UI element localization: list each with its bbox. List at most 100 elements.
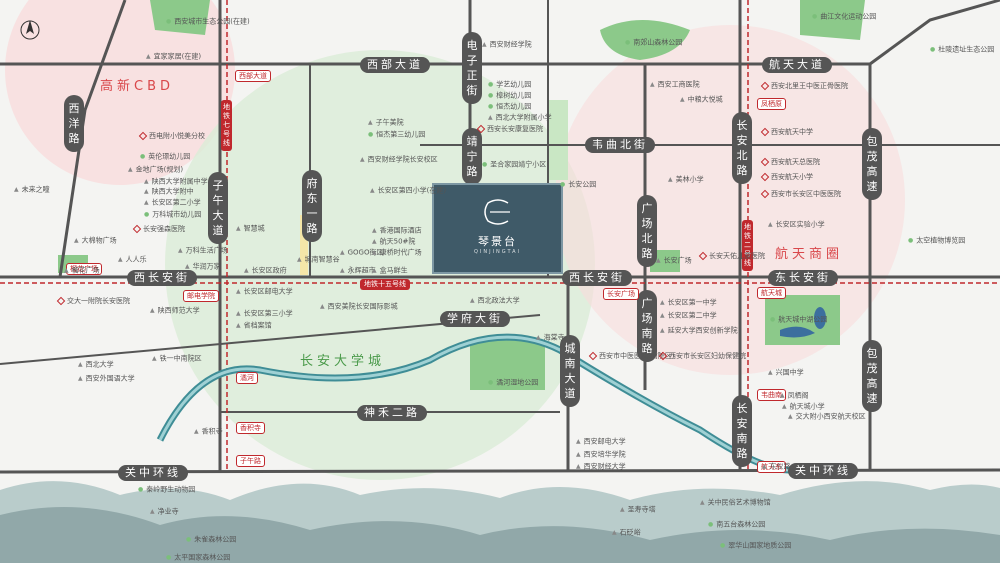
road-guanzhong-west[interactable]: 关中环线 [118,465,188,481]
poi-label[interactable]: 永辉超市 [340,266,376,276]
station-ziwu[interactable]: 子午路 [236,455,265,467]
poi-label[interactable]: 樟树幼儿园 [488,91,531,101]
poi-label[interactable]: 南郊山森林公园 [625,38,682,48]
poi-label[interactable]: 延安大学西安创新学院 [660,326,738,336]
road-changan-north[interactable]: 长安北路 [732,112,752,184]
poi-label[interactable]: GOGO街区 [340,248,384,258]
poi-label[interactable]: 交大附小西安航天校区 [788,412,866,422]
poi-label[interactable]: 西安市中医医院(南院区) [590,352,674,361]
poi-label[interactable]: 净业寺 [150,507,179,517]
poi-label[interactable]: 长安区第四小学(在建) [370,186,446,196]
station-changan-square[interactable]: 长安广场 [603,288,639,300]
poi-label[interactable]: 西北大学附属小学 [488,113,552,123]
poi-label[interactable]: 交大一附院长安医院 [58,297,130,306]
poi-label[interactable]: 子午美院 [368,118,404,128]
road-xiyang[interactable]: 西洋路 [64,95,84,152]
road-dongchangan[interactable]: 东长安街 [768,270,838,286]
poi-label[interactable]: 长安区政府 [244,266,287,276]
poi-label[interactable]: 西安北里王中医正骨医院 [762,82,848,91]
road-guangchang-north[interactable]: 广场北路 [637,195,657,267]
poi-label[interactable]: 长安公园 [560,180,596,190]
poi-label[interactable]: 西安市长安区妇幼保健院 [660,352,746,361]
road-fudong[interactable]: 府东一路 [302,170,322,242]
poi-label[interactable]: 西安财经学院 [482,40,532,50]
road-shenhe[interactable]: 神禾二路 [357,405,427,421]
poi-label[interactable]: 香积寺 [194,427,223,437]
road-xichangan-2[interactable]: 西长安街 [562,270,632,286]
poi-label[interactable]: 西安工商医院 [650,80,700,90]
poi-label[interactable]: 航天50#院 [372,237,416,247]
poi-label[interactable]: 西安航天中学 [762,128,813,137]
road-weiqu-north[interactable]: 韦曲北街 [585,137,655,153]
road-baomao-north[interactable]: 包茂高速 [862,128,882,200]
road-xichangan[interactable]: 西长安街 [127,270,197,286]
poi-label[interactable]: 圣合家园靖宁小区 [482,160,546,170]
poi-label[interactable]: 西北政法大学 [470,296,520,306]
poi-label[interactable]: 中粮大悦城 [680,95,723,105]
poi-label[interactable]: 华润万家 [185,262,221,272]
poi-label[interactable]: 陕西大学附属中学 [144,177,208,187]
poi-label[interactable]: 关中民俗艺术博物馆 [700,498,771,508]
poi-label[interactable]: 长安区第二中学 [660,311,717,321]
poi-label[interactable]: 长安区邮电大学 [236,287,293,297]
poi-label[interactable]: 榴花广场 [64,266,100,276]
poi-label[interactable]: 西安培华学院 [576,450,626,460]
poi-label[interactable]: 城南智慧谷 [297,255,340,265]
poi-label[interactable]: 学艺幼儿园 [488,80,531,90]
poi-label[interactable]: 康桥时代广场 [372,248,422,258]
road-changan-south[interactable]: 长安南路 [732,395,752,467]
poi-label[interactable]: 凤栖阁 [780,391,809,401]
poi-label[interactable]: 太平国家森林公园 [166,553,230,563]
road-guangchang-south[interactable]: 广场南路 [637,290,657,362]
poi-label[interactable]: 金地广场(规划) [128,165,183,175]
station-xibu[interactable]: 西部大道 [235,70,271,82]
station-xiaohe[interactable]: 潏河 [236,372,258,384]
station-youdian[interactable]: 邮电学院 [183,290,219,302]
poi-label[interactable]: 恒杰第三幼儿园 [368,130,425,140]
poi-label[interactable]: 兴国中学 [768,368,804,378]
road-xuefu[interactable]: 学府大街 [440,311,510,327]
poi-label[interactable]: 西安美院长安国际影城 [320,302,398,312]
poi-label[interactable]: 宜家家居(在建) [146,52,201,62]
poi-label[interactable]: 西北大学 [78,360,114,370]
poi-label[interactable]: 未来之瞳 [14,185,50,195]
poi-label[interactable]: 铁一中南院区 [152,354,202,364]
road-xibu[interactable]: 西部大道 [360,57,430,73]
road-baomao-south[interactable]: 包茂高速 [862,340,882,412]
poi-label[interactable]: 恒杰幼儿园 [488,102,531,112]
poi-label[interactable]: 智慧城 [236,224,265,234]
poi-label[interactable]: 西安航天小学 [762,173,813,182]
poi-label[interactable]: 陕西大学附中 [144,187,194,197]
poi-label[interactable]: 长安区第二小学 [144,198,201,208]
poi-label[interactable]: 长安区第三小学 [236,309,293,319]
poi-label[interactable]: 秦岭野生动物园 [138,485,195,495]
poi-label[interactable]: 万科城市幼儿园 [144,210,201,220]
poi-label[interactable]: 西安市长安区中医医院 [762,190,841,199]
poi-label[interactable]: 英伦璟幼儿园 [140,152,190,162]
station-fengqi[interactable]: 凤栖原 [757,98,786,110]
poi-label[interactable]: 航天城中湖公园 [770,315,827,325]
poi-label[interactable]: 香港国际酒店 [372,226,422,236]
poi-label[interactable]: 人人乐 [118,255,147,265]
poi-label[interactable]: 美林小学 [668,175,704,185]
poi-label[interactable]: 万科生活广场 [178,246,228,256]
poi-label[interactable]: 长安广场 [656,256,692,266]
poi-label[interactable]: 西安财经学院长安校区 [360,155,438,165]
poi-label[interactable]: 大棉物广场 [74,236,117,246]
poi-label[interactable]: 西安邮电大学 [576,437,626,447]
station-xiangji[interactable]: 香积寺 [236,422,265,434]
road-ziwu[interactable]: 子午大道 [208,172,228,244]
poi-label[interactable]: 太空植物博览园 [908,236,965,246]
station-hangtiancheng[interactable]: 航天城 [757,287,786,299]
poi-label[interactable]: 圣寿寺塔 [620,505,656,515]
poi-label[interactable]: 西安长安康复医院 [478,125,543,134]
poi-label[interactable]: 长安区实验小学 [768,220,825,230]
poi-label[interactable]: 盒马鲜生 [372,266,408,276]
road-hangtian[interactable]: 航天大道 [762,57,832,73]
poi-label[interactable]: 陕西师范大学 [150,306,200,316]
poi-label[interactable]: 西安航天总医院 [762,158,820,167]
poi-label[interactable]: 海棠寺 [536,333,565,343]
poi-label[interactable]: 曲江文化运动公园 [812,12,876,22]
poi-label[interactable]: 航天城小学 [782,402,825,412]
